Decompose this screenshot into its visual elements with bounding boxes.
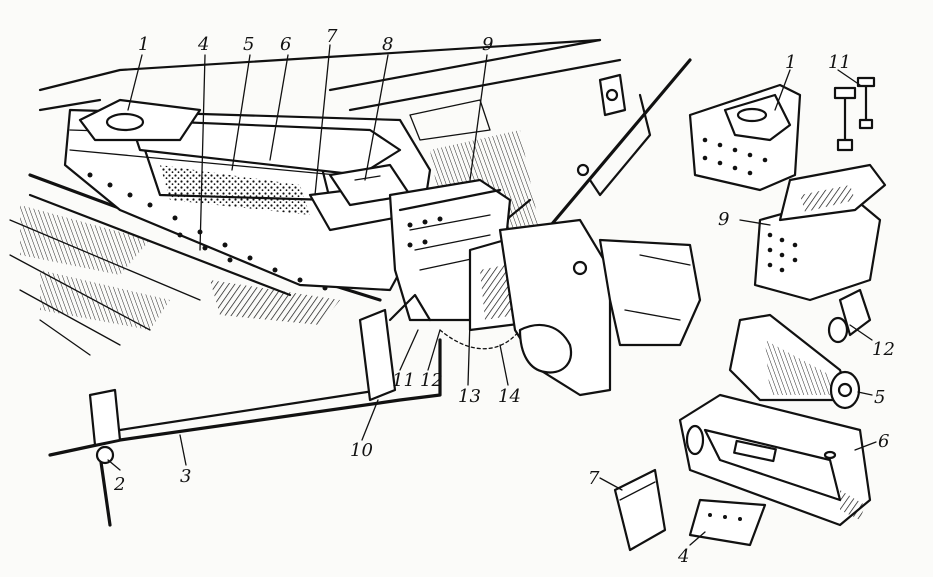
- coupler-support-part: [753, 163, 887, 344]
- callout-4: 4: [197, 34, 209, 55]
- callout-3: 3: [180, 466, 191, 487]
- callout-labels: 1 4 5 6 7 8 9 1 11 9 12 5 6 7 4 11 12 13…: [113, 26, 895, 567]
- callout-2: 2: [113, 474, 125, 495]
- callout-6: 6: [280, 34, 291, 55]
- bracket-top: [576, 73, 652, 197]
- callout-r5: 5: [874, 387, 885, 408]
- yoke-part: [678, 393, 872, 527]
- callout-7: 7: [326, 26, 338, 47]
- callout-12: 12: [420, 370, 443, 391]
- leader-lines: [107, 44, 877, 546]
- callout-1: 1: [138, 34, 149, 55]
- callout-8: 8: [382, 34, 393, 55]
- draft-gear-part: [728, 313, 861, 410]
- rivets-sill: [87, 172, 328, 291]
- sill-shadow: [210, 280, 340, 325]
- callout-r7: 7: [588, 468, 600, 489]
- callout-13: 13: [458, 386, 481, 407]
- follower-part: [613, 468, 667, 552]
- draft-gear: [160, 165, 310, 215]
- callout-r9: 9: [718, 209, 729, 230]
- callout-r6: 6: [878, 431, 889, 452]
- callout-r12: 12: [872, 339, 895, 360]
- callout-14: 14: [498, 386, 521, 407]
- callout-11: 11: [392, 370, 415, 391]
- uncoupling-lever: [48, 293, 442, 527]
- callout-r1: 1: [785, 52, 796, 73]
- bolts: [833, 76, 876, 152]
- callout-5: 5: [243, 34, 254, 55]
- callout-9: 9: [482, 34, 493, 55]
- callout-r4: 4: [677, 546, 689, 567]
- callout-r11: 11: [828, 52, 851, 73]
- key-part: [688, 498, 767, 547]
- coupler-body: [388, 178, 702, 397]
- callout-10: 10: [350, 440, 373, 461]
- striker-part: [688, 83, 802, 192]
